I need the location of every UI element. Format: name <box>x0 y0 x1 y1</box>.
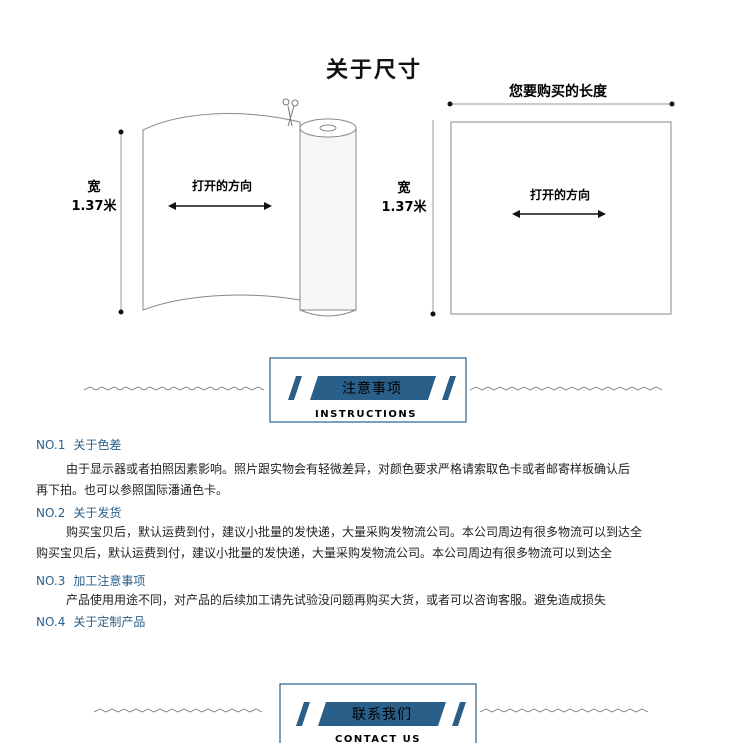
left-width-value: 1.37米 <box>71 198 117 214</box>
section-processing-line-1: 产品使用用途不同，对产品的后续加工请先试验没问题再购买大货，或者可以咨询客服。避… <box>66 593 607 607</box>
section-title: 关于色差 <box>73 438 122 452</box>
right-width-value: 1.37米 <box>381 199 427 215</box>
section-custom-heading: NO.4 关于定制产品 <box>36 613 145 630</box>
section-color-difference-line-2: 再下拍。也可以参照国际潘通色卡。 <box>36 483 229 497</box>
section-number: NO.4 <box>36 615 66 629</box>
section-shipping-heading: NO.2 关于发货 <box>36 504 121 521</box>
section-number: NO.2 <box>36 506 66 520</box>
left-width-label: 宽 <box>86 179 100 195</box>
wave-divider-right <box>469 386 663 391</box>
section-shipping-line-1: 购买宝贝后，默认运费到付，建议小批量的发快递，大量采购发物流公司。本公司周边有很… <box>66 525 643 539</box>
section-color-difference-heading: NO.1 关于色差 <box>36 436 121 453</box>
section-processing-heading: NO.3 加工注意事项 <box>36 572 145 589</box>
fabric-roll-illustration <box>118 98 357 317</box>
contact-banner: 联系我们 CONTACT US <box>93 683 649 743</box>
size-diagram: 宽 1.37米 打开的方向 您要购买的长度 宽 1.37米 打开的方向 <box>71 83 675 317</box>
left-direction-label: 打开的方向 <box>192 178 252 193</box>
section-number: NO.3 <box>36 574 66 588</box>
scissors-icon <box>282 98 299 127</box>
section-title: 加工注意事项 <box>73 574 146 588</box>
wave-divider-left <box>93 708 263 713</box>
notice-title: 注意事项 <box>342 380 402 397</box>
section-shipping-line-2: 购买宝贝后，默认运费到付，建议小批量的发快递，大量采购发物流公司。本公司周边有很… <box>36 546 613 560</box>
section-title: 关于定制产品 <box>73 615 146 629</box>
purchase-length-label: 您要购买的长度 <box>509 83 608 100</box>
contact-subtitle: CONTACT US <box>335 734 421 743</box>
right-direction-label: 打开的方向 <box>530 187 590 202</box>
wave-divider-left <box>83 386 265 391</box>
right-width-label: 宽 <box>396 180 410 196</box>
size-title: 关于尺寸 <box>325 58 422 83</box>
fabric-sheet-illustration <box>430 101 675 317</box>
section-title: 关于发货 <box>73 506 122 520</box>
notice-subtitle: INSTRUCTIONS <box>315 409 417 420</box>
section-color-difference-line-1: 由于显示器或者拍照因素影响。照片跟实物会有轻微差异，对颜色要求严格请索取色卡或者… <box>66 462 631 476</box>
wave-divider-right <box>479 708 649 713</box>
notice-banner: 注意事项 INSTRUCTIONS <box>83 357 663 423</box>
contact-title: 联系我们 <box>352 707 412 723</box>
section-number: NO.1 <box>36 438 66 452</box>
